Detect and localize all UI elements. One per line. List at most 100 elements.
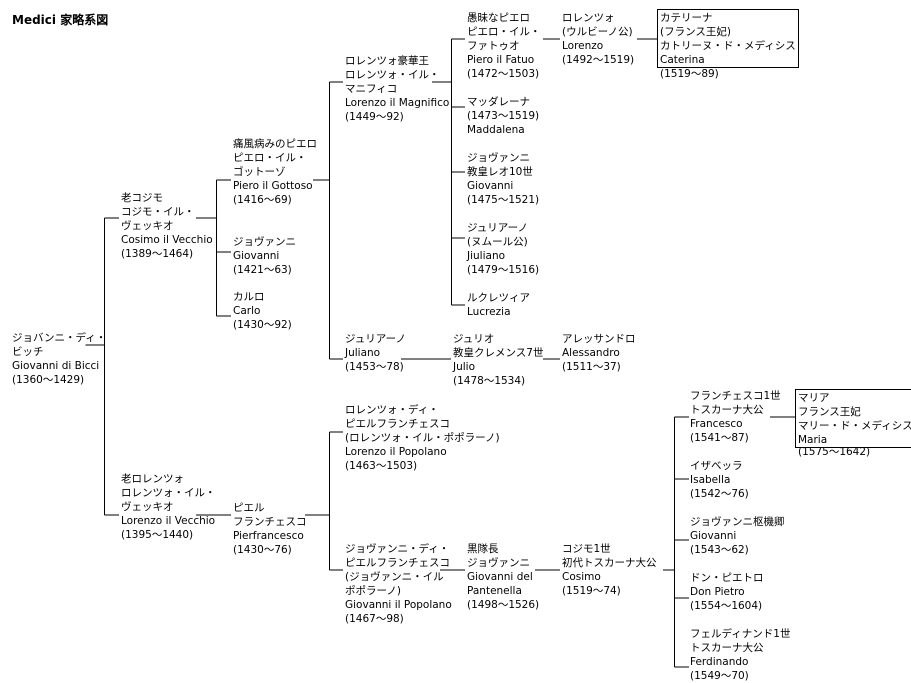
person-text-line: Lucrezia (467, 306, 511, 318)
person-text-line: Giovanni (233, 250, 280, 262)
person-text-line: 教皇レオ10世 (467, 166, 533, 178)
person-lorenzo-il-vecchio: 老ロレンツォロレンツォ・イル・ヴェッキオ Lorenzo il Vecchio (1… (121, 472, 216, 542)
person-text-line: (フランス王妃) (660, 26, 731, 38)
person-text-line: (1519～74) (562, 585, 621, 597)
person-text-line: Pierfrancesco (233, 530, 304, 542)
person-text-line: Don Pietro (690, 586, 745, 598)
person-text-line: ロレンツォ (562, 12, 615, 24)
person-text-line: ジョヴァンニ (467, 557, 530, 569)
person-text-line: ドン・ピエトロ (690, 572, 764, 584)
person-text-line: Julio (453, 361, 476, 373)
person-jiuliano: ジュリアーノ(ヌムール公)Jiuliano(1479～1516) (467, 221, 539, 277)
person-text-line: ジュリアーノ (467, 222, 529, 234)
person-text-line: ジョバンニ・ディ・ (12, 332, 107, 344)
person-text-line: (1430～92) (233, 319, 292, 331)
person-text-line: (1475～1521) (467, 194, 540, 206)
person-caterina-years: (1519～89) (660, 68, 719, 80)
person-text-line: カテリーナ (660, 12, 713, 24)
person-lorenzo-urbino: ロレンツォ (ウルビーノ公) Lorenzo (1492～1519) (562, 11, 634, 67)
person-text-line: ピエルフランチェスコ (345, 557, 450, 569)
person-text-line: (1416～69) (233, 194, 292, 206)
person-text-line: 初代トスカーナ大公 (562, 557, 657, 569)
person-text-line: Giovanni il Popolano (345, 599, 452, 611)
person-text-line: Lorenzo il Vecchio (121, 515, 216, 527)
person-text-line: 老コジモ (121, 192, 163, 204)
person-text-line: コジモ・イル・ (121, 206, 195, 218)
person-giovanni-leo-x: ジョヴァンニ教皇レオ10世 Giovanni (1475～1521) (467, 151, 539, 207)
person-text-line: (1479～1516) (467, 264, 540, 276)
person-text-line: Piero il Gottoso (233, 180, 313, 192)
person-text-line: 教皇クレメンス7世 (453, 347, 544, 359)
person-text-line: (ロレンツォ・イル・ポポラーノ) (345, 432, 500, 444)
page-title: Medici 家略系図 (12, 13, 109, 27)
person-text-line: アレッサンドロ (562, 333, 636, 345)
person-text-line: (1549～70) (690, 670, 749, 682)
person-text-line: 黒隊長 (467, 543, 499, 555)
person-text-line: Caterina (660, 54, 705, 66)
person-text-line: (1360～1429) (12, 374, 85, 386)
person-text-line: (1554～1604) (690, 600, 763, 612)
person-text-line: Alessandro (562, 347, 620, 359)
person-text-line: ポポラーノ) (345, 585, 401, 597)
person-text-line: ファトゥオ (467, 40, 520, 52)
person-text-line: ロレンツォ豪華王 (345, 55, 429, 67)
person-text-line: (1473～1519) (467, 110, 540, 122)
person-text-line: (1467～98) (345, 613, 404, 625)
person-text-line: Giovanni (467, 180, 514, 192)
person-text-line: 老ロレンツォ (121, 473, 184, 485)
person-don-pietro: ドン・ピエトロ Don Pietro (1554～1604) (690, 571, 764, 613)
person-text-line: (1542～76) (690, 488, 749, 500)
person-text-line: ヴェッキオ (121, 501, 174, 513)
person-text-line: コジモ1世 (562, 543, 611, 555)
person-text-line: ピエル (233, 502, 265, 514)
person-text-line: Francesco (690, 418, 743, 430)
person-text-line: (1449～92) (345, 111, 404, 123)
person-text-line: (1453～78) (345, 361, 404, 373)
person-text-line: フランチェスコ (233, 516, 307, 528)
person-giovanni-il-popolano: ジョヴァンニ・ディ・ピエルフランチェスコ(ジョヴァンニ・イルポポラーノ)Giov… (345, 542, 452, 626)
person-text-line: ロレンツォ・イル・ (121, 487, 216, 499)
person-text-line: Giovanni di Bicci (12, 360, 100, 372)
person-text-line: (1472～1503) (467, 68, 540, 80)
person-text-line: Isabella (690, 474, 731, 486)
person-text-line: (1492～1519) (562, 54, 635, 66)
person-text-line: マリア (798, 392, 830, 404)
person-text-line: 痛風病みのピエロ (233, 138, 317, 150)
person-text-line: ロレンツォ・ディ・ (345, 404, 439, 416)
person-text-line: (1395～1440) (121, 529, 194, 541)
person-text-line: Juliano (345, 347, 381, 359)
person-lorenzo-il-popolano: ロレンツォ・ディ・ピエルフランチェスコ(ロレンツォ・イル・ポポラーノ)Loren… (345, 403, 500, 473)
person-text-line: Giovanni del (467, 571, 533, 583)
person-text-line: (1463～1503) (345, 460, 418, 472)
person-text-line: 愚昧なピエロ (467, 12, 530, 24)
person-text-line: マリー・ド・メディシス (798, 420, 911, 432)
person-text-line: Cosimo (562, 571, 601, 583)
person-alessandro: アレッサンドロ Alessandro (1511～37) (562, 332, 636, 374)
person-text-line: Maddalena (467, 124, 525, 136)
person-text-line: Lorenzo (562, 40, 604, 52)
person-cosimo-i: コジモ1世初代トスカーナ大公 Cosimo (1519～74) (562, 542, 657, 598)
person-text-line: ジョヴァンニ (467, 152, 530, 164)
person-text-line: (1541～87) (690, 432, 749, 444)
person-text-line: (ヌムール公) (467, 236, 528, 248)
person-text-line: (1511～37) (562, 361, 621, 373)
person-text-line: Cosimo il Vecchio (121, 234, 213, 246)
person-text-line: ジョヴァンニ・ディ・ (345, 543, 450, 555)
person-text-line: ジョヴァンニ枢機卿 (690, 516, 785, 528)
person-text-line: (1421～63) (233, 264, 292, 276)
person-text-line: (1543～62) (690, 544, 749, 556)
person-text-line: (ウルビーノ公) (562, 26, 633, 38)
